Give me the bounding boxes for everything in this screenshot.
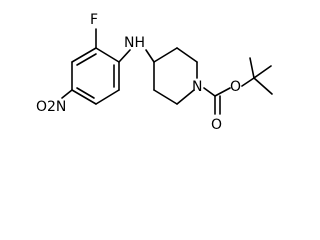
ring-bond <box>71 47 97 63</box>
ring-bond <box>153 89 178 105</box>
methyl-bond <box>249 57 255 79</box>
ester-oxygen-label: O <box>230 79 241 95</box>
nh-ring-bond <box>145 49 155 63</box>
methyl-bond <box>253 77 273 95</box>
nh-bond <box>118 49 131 63</box>
ring-bond <box>153 47 178 63</box>
structure-svg: F NH O2N N O O <box>36 12 273 133</box>
ring-bond <box>71 89 97 105</box>
piperidine-ring <box>153 47 198 105</box>
ring-bond <box>176 47 198 63</box>
nitro-bond <box>61 89 73 99</box>
carbonyl-oxygen-label: O <box>211 117 222 133</box>
fluorine-label: F <box>90 12 98 28</box>
molecule-diagram: F NH O2N N O O <box>36 12 273 133</box>
n-carbonyl-bond <box>203 87 216 97</box>
ring-double-bond <box>76 53 97 66</box>
ring-double-bond <box>76 87 95 99</box>
ring-bond <box>176 89 195 105</box>
amine-nitrogen-label: NH <box>124 35 145 51</box>
nitro-label: O2N <box>36 99 66 115</box>
methyl-bond <box>253 65 272 79</box>
o-tbu-bond <box>241 77 255 87</box>
ring-bond <box>95 47 120 63</box>
tert-butyl-group <box>249 57 273 95</box>
ring-bond <box>95 89 120 105</box>
ester-bond <box>214 87 231 97</box>
ring-nitrogen-label: N <box>192 79 202 95</box>
benzene-ring <box>71 47 120 105</box>
